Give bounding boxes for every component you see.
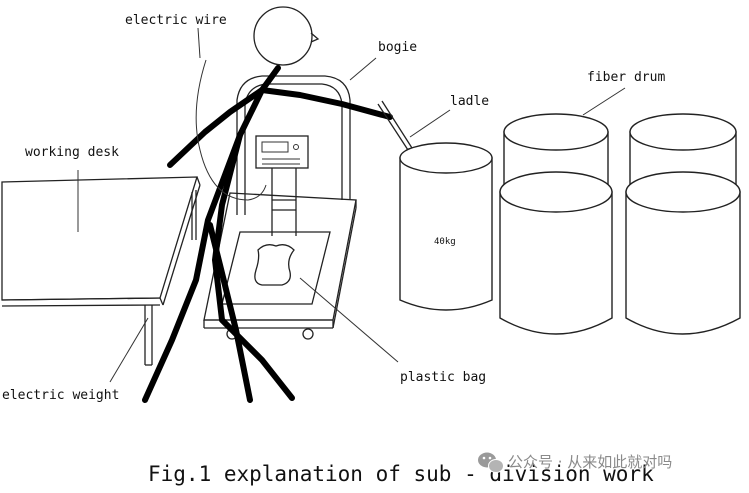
label-working-desk: working desk xyxy=(25,145,119,160)
label-ladle: ladle xyxy=(450,94,489,109)
electric-wire xyxy=(195,59,267,201)
figure-caption: Fig.1 explanation of sub - division work xyxy=(148,462,654,486)
wechat-icon xyxy=(478,452,504,473)
label-bogie: bogie xyxy=(378,40,417,55)
watermark: 公众号 · 从来如此就对吗 xyxy=(478,452,672,473)
watermark-text: 公众号 · 从来如此就对吗 xyxy=(508,453,672,471)
weight-label: 40kg xyxy=(434,237,456,247)
worker-figure xyxy=(142,6,393,403)
electric-weight-display xyxy=(255,135,309,236)
fiber-drum-front-left xyxy=(499,171,613,335)
label-fiber-drum: fiber drum xyxy=(587,70,665,85)
label-plastic-bag: plastic bag xyxy=(400,370,486,385)
drum-40kg: 40kg xyxy=(399,142,493,311)
bogie-cart xyxy=(203,75,357,340)
fiber-drum-front-right xyxy=(625,171,741,335)
working-desk xyxy=(1,176,201,366)
label-electric-wire: electric wire xyxy=(125,13,227,28)
callout-lines xyxy=(77,27,626,383)
label-electric-weight: electric weight xyxy=(2,388,119,403)
